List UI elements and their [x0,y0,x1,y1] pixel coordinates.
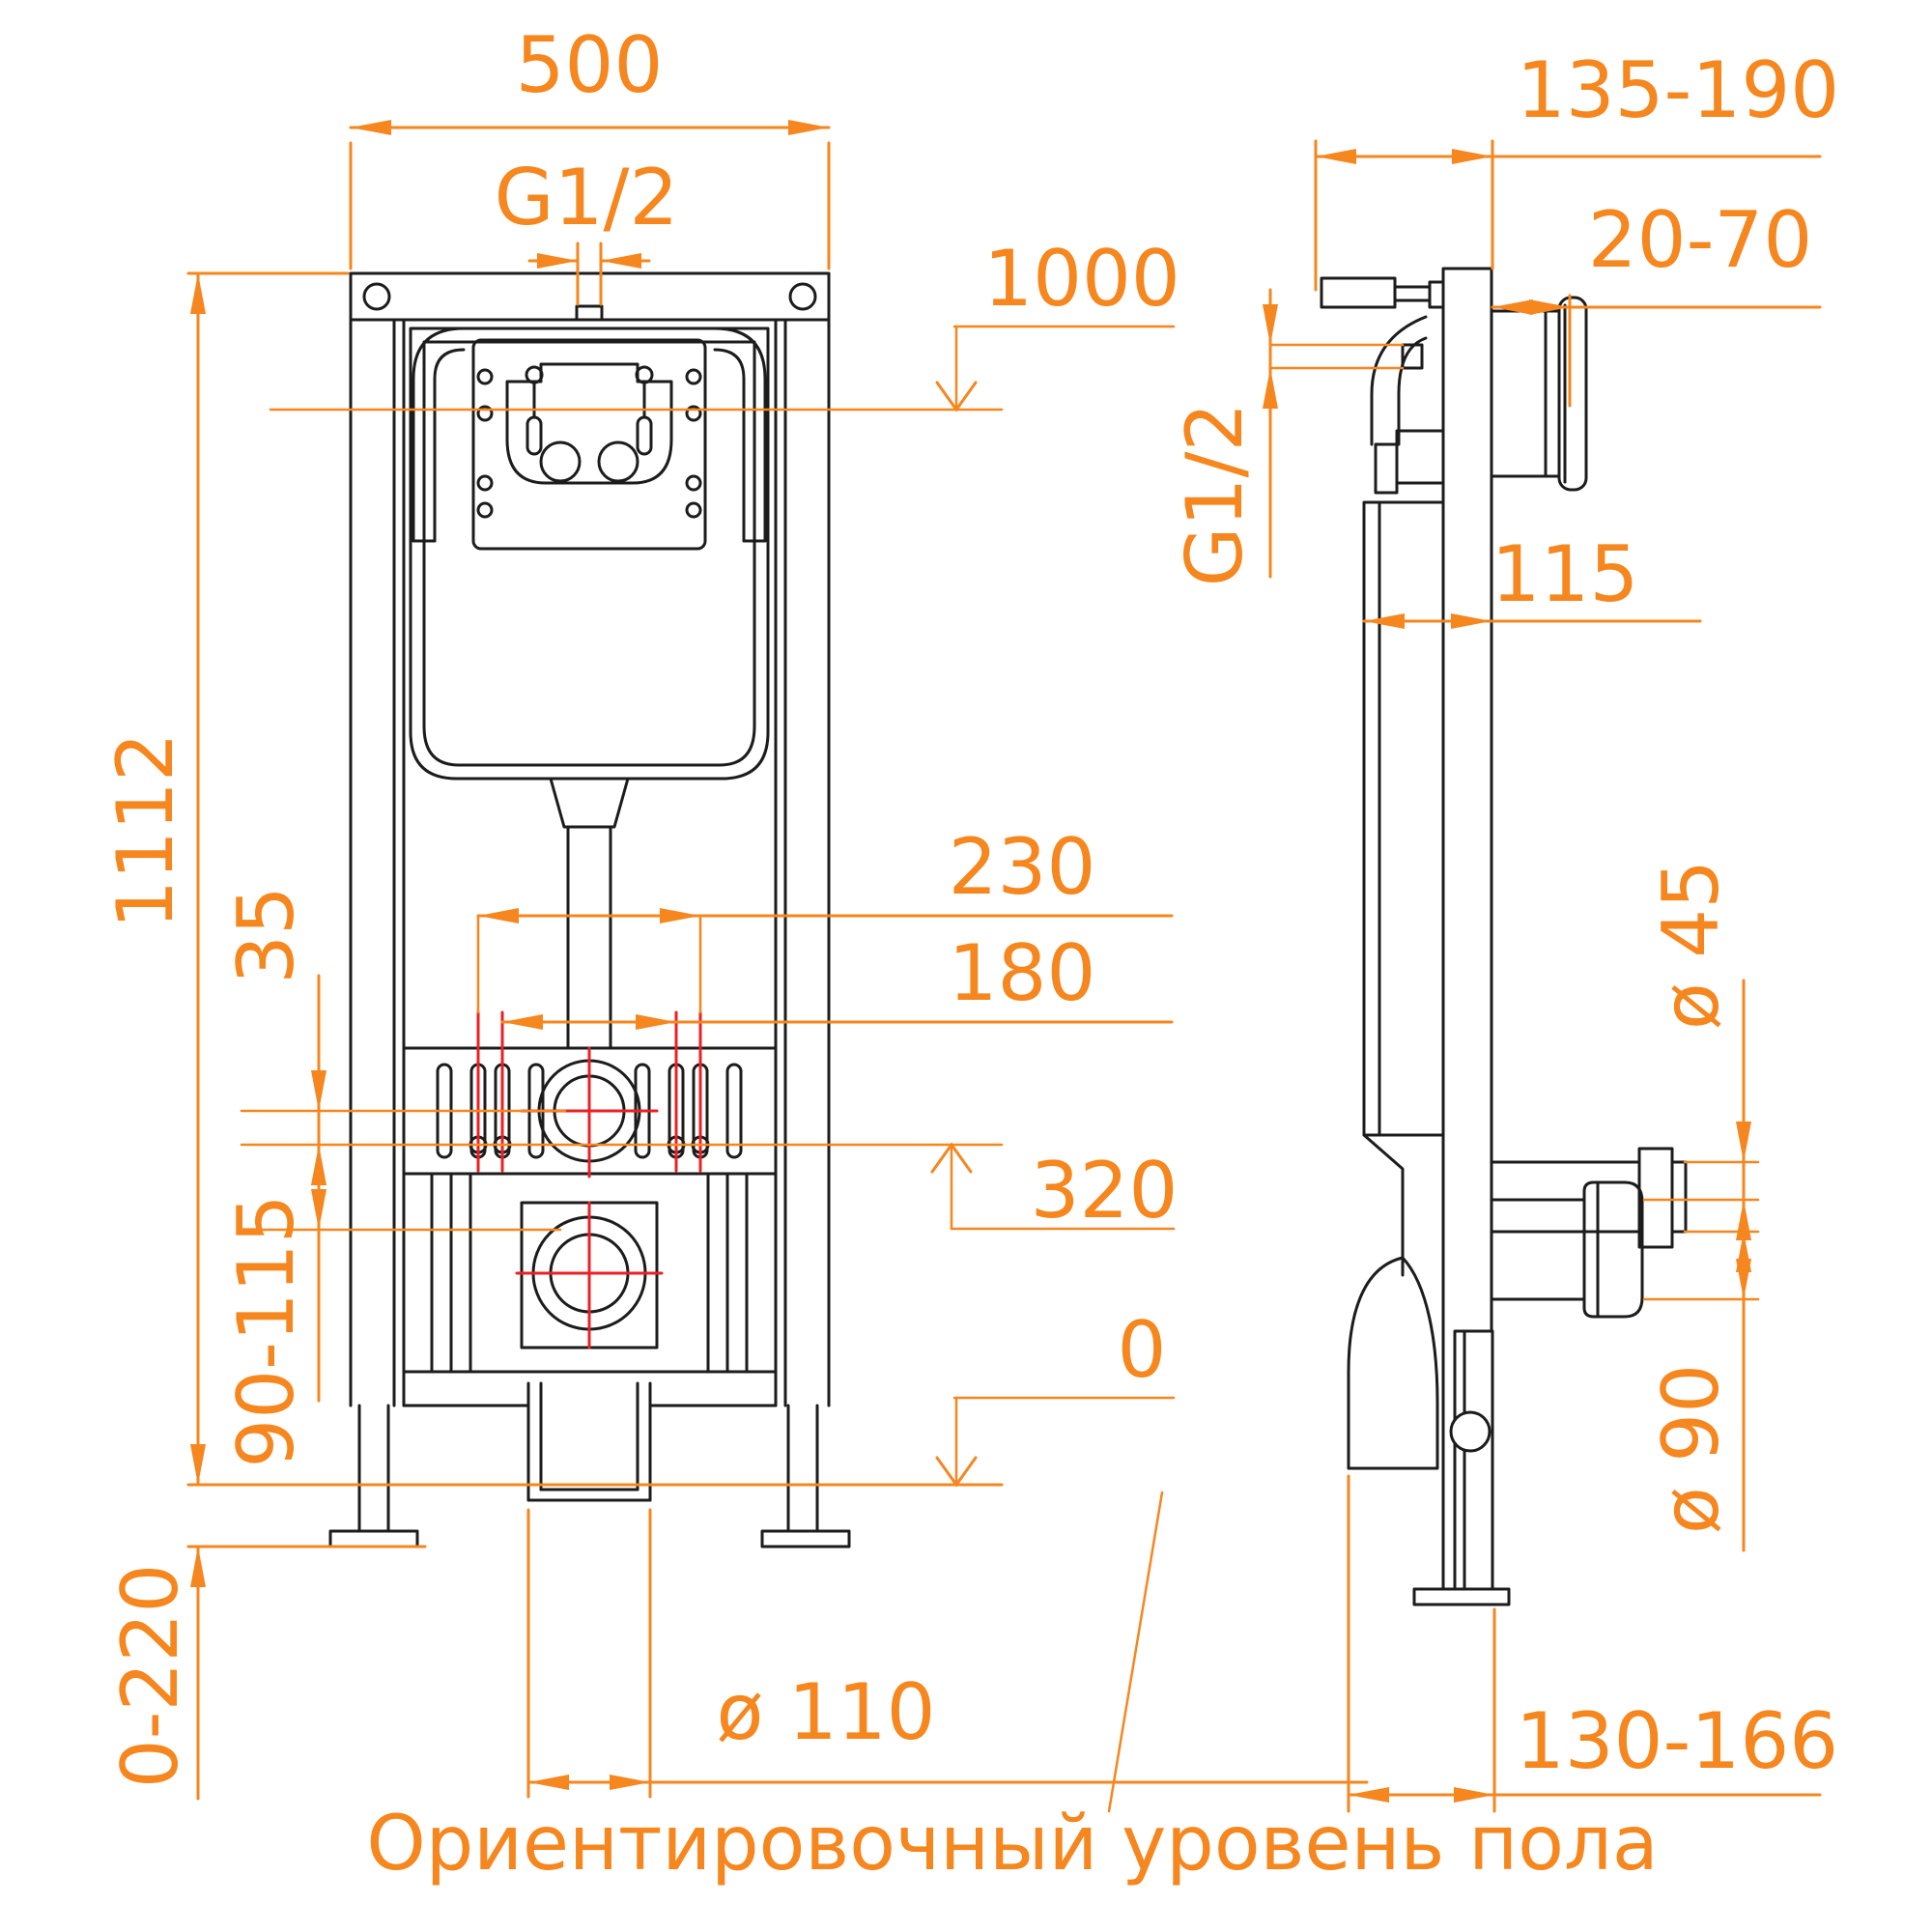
dim-20-70 [1491,294,1822,408]
label-g12-side: G1/2 [1170,403,1260,587]
red-centerlines [476,1010,702,1350]
dim-35-90-115 [240,974,1004,1403]
dim-115 [1362,613,1702,629]
label-1112: 1112 [100,732,190,929]
dim-1000 [269,325,1176,412]
drain-elbow [1347,1256,1439,1470]
frame-corner-hole-left [362,282,391,311]
dim-1112 [186,271,350,1487]
label-230: 230 [949,822,1096,912]
side-view [1320,267,1688,1606]
flush-pipe-neck [549,777,630,829]
label-g12-top: G1/2 [495,153,679,242]
dim-320 [930,1142,1176,1231]
inlet-valve [1320,276,1445,370]
flush-button-housing [1490,296,1588,492]
label-35: 35 [221,886,311,984]
dimension-lines [186,120,1822,1813]
label-45: ø 45 [1646,860,1736,1030]
dim-g12-side [1263,288,1405,579]
label-90: ø 90 [1646,1364,1736,1534]
floor-level-note: Ориентировочный уровень пола [366,1801,1658,1888]
dim-130-166 [1347,1474,1822,1813]
label-130-166: 130-166 [1516,1696,1838,1786]
frame-corner-hole-right [788,282,817,311]
side-view-leg [1412,1329,1511,1606]
label-115: 115 [1492,529,1639,619]
label-0-220: 0-220 [105,1564,195,1788]
front-view-cistern [409,327,770,1050]
dim-230 [476,908,1174,1014]
dim-0-floor [186,1396,1176,1488]
front-view-frame [328,271,851,1548]
label-110: ø 110 [716,1667,935,1757]
dim-500 [349,120,831,270]
label-1000: 1000 [983,234,1180,324]
label-500: 500 [516,20,664,110]
pipe-45 [1490,1147,1688,1249]
label-320: 320 [1031,1146,1179,1236]
dimension-labels: 500 G1/2 1000 1112 230 180 35 320 90-115… [100,20,1839,1888]
dim-0-220 [186,1545,427,1801]
adjustable-legs [328,1404,851,1548]
cistern-profile [1362,315,1445,1277]
label-135-190: 135-190 [1517,45,1839,135]
label-0: 0 [1118,1305,1167,1395]
front-view-top-bracket [412,327,767,551]
water-inlet-boss [575,304,604,322]
drain-socket-90 [1490,1180,1644,1319]
label-180: 180 [949,928,1096,1018]
label-90-115: 90-115 [221,1194,311,1467]
dim-90 [1642,1198,1760,1552]
mounting-plate [471,338,707,551]
dim-180 [500,1014,1174,1030]
dim-g12-top [527,242,651,306]
dim-135-190 [1314,139,1822,292]
dim-110 [526,1508,1369,1799]
drain-outlet-box [526,1381,652,1502]
label-20-70: 20-70 [1588,195,1812,285]
floor-note-leader [1107,1491,1164,1813]
